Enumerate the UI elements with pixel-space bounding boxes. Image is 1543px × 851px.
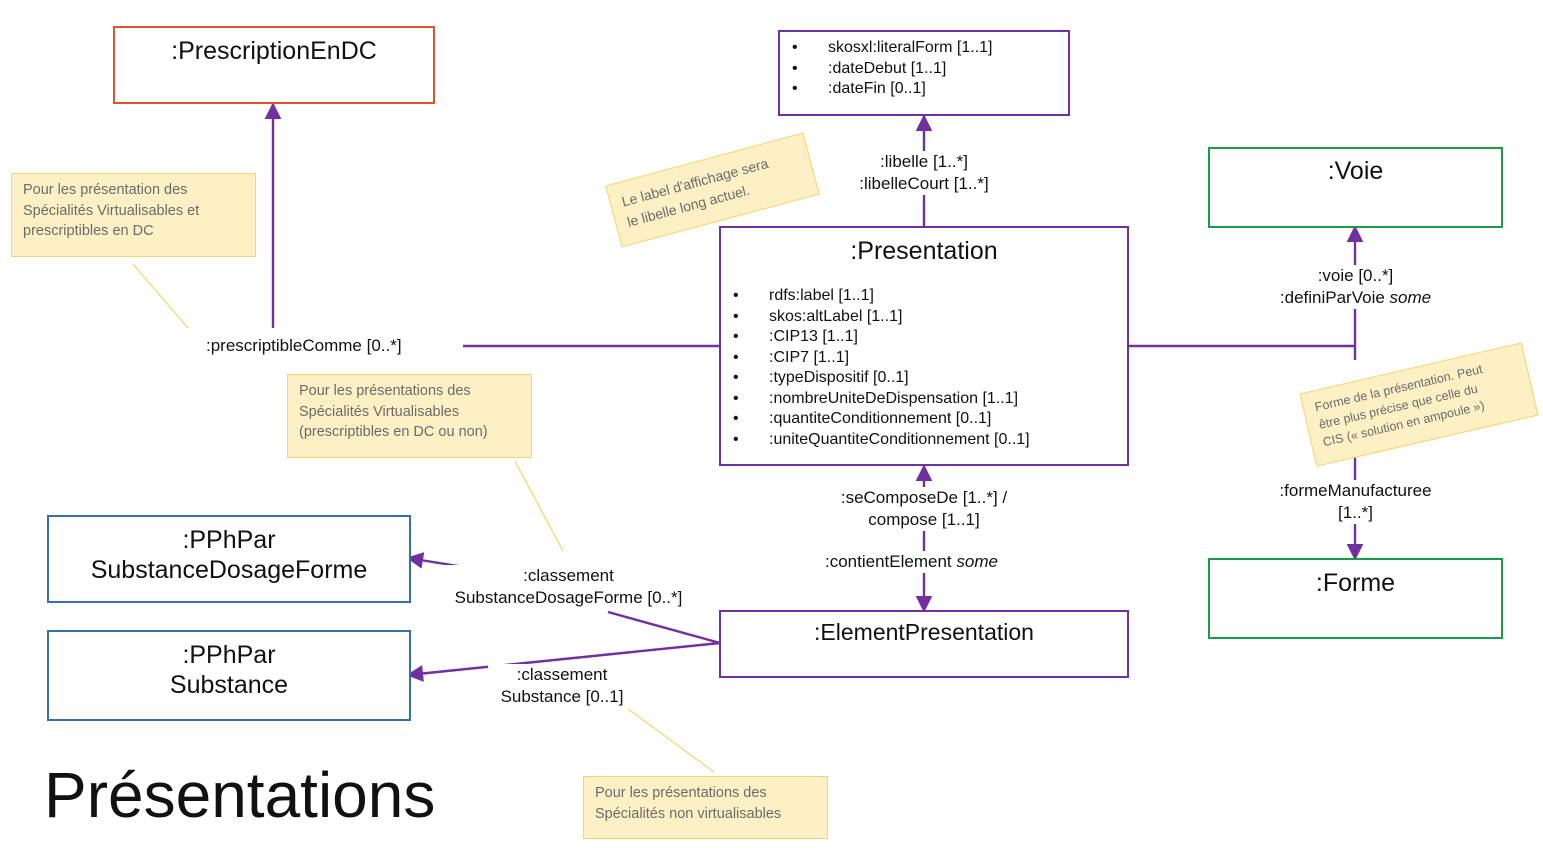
- class-element-presentation: :ElementPresentation: [719, 610, 1129, 678]
- class-pph-substance-dosage-forme: :PPhPar SubstanceDosageForme: [47, 515, 411, 603]
- class-element-presentation-title: :ElementPresentation: [814, 619, 1034, 645]
- note-leader-non-virtualisables: [627, 708, 715, 773]
- label-forme-manufacturee-line: :formeManufacturee: [1279, 481, 1432, 500]
- label-classement-substance: :classement Substance [0..1]: [488, 664, 636, 708]
- link-classement-substance: [406, 641, 721, 682]
- label-forme-manufacturee-cardinality: [1..*]: [1338, 503, 1373, 522]
- label-forme-manufacturee: :formeManufacturee [1..*]: [1262, 480, 1449, 524]
- label-classement-sdf-line1: :classement: [523, 566, 614, 585]
- label-libelle-court-line: :libelleCourt [1..*]: [859, 174, 989, 193]
- note-line: Spécialités Virtualisables: [299, 403, 460, 420]
- note-line: Spécialités Virtualisables et: [23, 202, 200, 219]
- note-virtualisables: Pour les présentations des Spécialités V…: [287, 374, 532, 458]
- note-non-virtualisables: Pour les présentations des Spécialités n…: [583, 776, 828, 839]
- class-pph-substance: :PPhPar Substance: [47, 630, 411, 721]
- property-item: skosxl:literalForm [1..1]: [780, 38, 1068, 59]
- class-prescription-en-dc-title: :PrescriptionEnDC: [171, 37, 377, 65]
- property-item: :typeDispositif [0..1]: [721, 368, 1127, 389]
- property-item: :quantiteConditionnement [0..1]: [721, 409, 1127, 430]
- note-line: Pour les présentation des: [23, 182, 188, 198]
- label-compose-line: compose [1..1]: [868, 510, 980, 529]
- class-voie-title: :Voie: [1327, 157, 1384, 185]
- class-literal-form: skosxl:literalForm [1..1] :dateDebut [1.…: [778, 30, 1070, 116]
- note-line: Pour les présentations des: [299, 383, 471, 399]
- literal-form-properties: skosxl:literalForm [1..1] :dateDebut [1.…: [780, 38, 1068, 100]
- label-contient-element: :contientElement some: [825, 551, 998, 573]
- label-classement-substance-line1: :classement: [516, 665, 608, 684]
- property-item: skos:altLabel [1..1]: [721, 307, 1127, 328]
- label-classement-sdf: :classement SubstanceDosageForme [0..*]: [437, 565, 700, 609]
- note-leader-virtualisables: [514, 460, 564, 552]
- note-line: prescriptibles en DC: [23, 223, 154, 239]
- class-pph-sdf-title-line1: :PPhPar: [182, 526, 276, 554]
- label-voie-line: :voie [0..*]: [1317, 266, 1394, 285]
- label-libelle: :libelle [1..*] :libelleCourt [1..*]: [846, 151, 1002, 195]
- property-item: :CIP7 [1..1]: [721, 348, 1127, 369]
- note-line: (prescriptibles en DC ou non): [299, 424, 488, 440]
- label-libelle-line: :libelle [1..*]: [880, 152, 968, 171]
- property-item: :nombreUniteDeDispensation [1..1]: [721, 389, 1127, 410]
- property-item: :CIP13 [1..1]: [721, 327, 1127, 348]
- property-item: :dateFin [0..1]: [780, 79, 1068, 100]
- note-line: Spécialités non virtualisables: [595, 805, 782, 822]
- link-classement-sdf: [607, 610, 721, 645]
- class-pph-substance-title-line1: :PPhPar: [182, 641, 276, 669]
- class-presentation-title: :Presentation: [850, 237, 998, 265]
- page-title: Présentations: [44, 759, 436, 831]
- note-leader-dc: [132, 263, 189, 329]
- class-prescription-en-dc: :PrescriptionEnDC: [113, 26, 435, 104]
- label-classement-substance-line2: Substance [0..1]: [500, 687, 624, 706]
- presentation-properties: rdfs:label [1..1] skos:altLabel [1..1] :…: [721, 286, 1127, 450]
- class-forme-title: :Forme: [1315, 569, 1396, 597]
- class-presentation: :Presentation rdfs:label [1..1] skos:alt…: [719, 226, 1129, 466]
- note-line: Pour les présentations des: [595, 785, 767, 801]
- note-dc: Pour les présentation des Spécialités Vi…: [11, 173, 256, 257]
- property-item: :dateDebut [1..1]: [780, 59, 1068, 80]
- label-classement-sdf-line2: SubstanceDosageForme [0..*]: [454, 588, 683, 607]
- class-forme: :Forme: [1208, 558, 1503, 639]
- label-voie: :voie [0..*] :definiParVoie some: [1262, 265, 1449, 309]
- property-item: rdfs:label [1..1]: [721, 286, 1127, 307]
- class-voie: :Voie: [1208, 147, 1503, 228]
- property-item: :uniteQuantiteConditionnement [0..1]: [721, 430, 1127, 451]
- class-pph-substance-title-line2: Substance: [169, 671, 289, 699]
- label-prescriptible-comme: :prescriptibleComme [0..*]: [206, 335, 402, 357]
- label-se-compose-de: :seComposeDe [1..*] / compose [1..1]: [818, 487, 1030, 531]
- label-se-compose-de-line: :seComposeDe [1..*] /: [840, 488, 1008, 507]
- class-pph-sdf-title-line2: SubstanceDosageForme: [90, 556, 368, 584]
- label-defini-par-voie-line: :definiParVoie some: [1279, 288, 1432, 307]
